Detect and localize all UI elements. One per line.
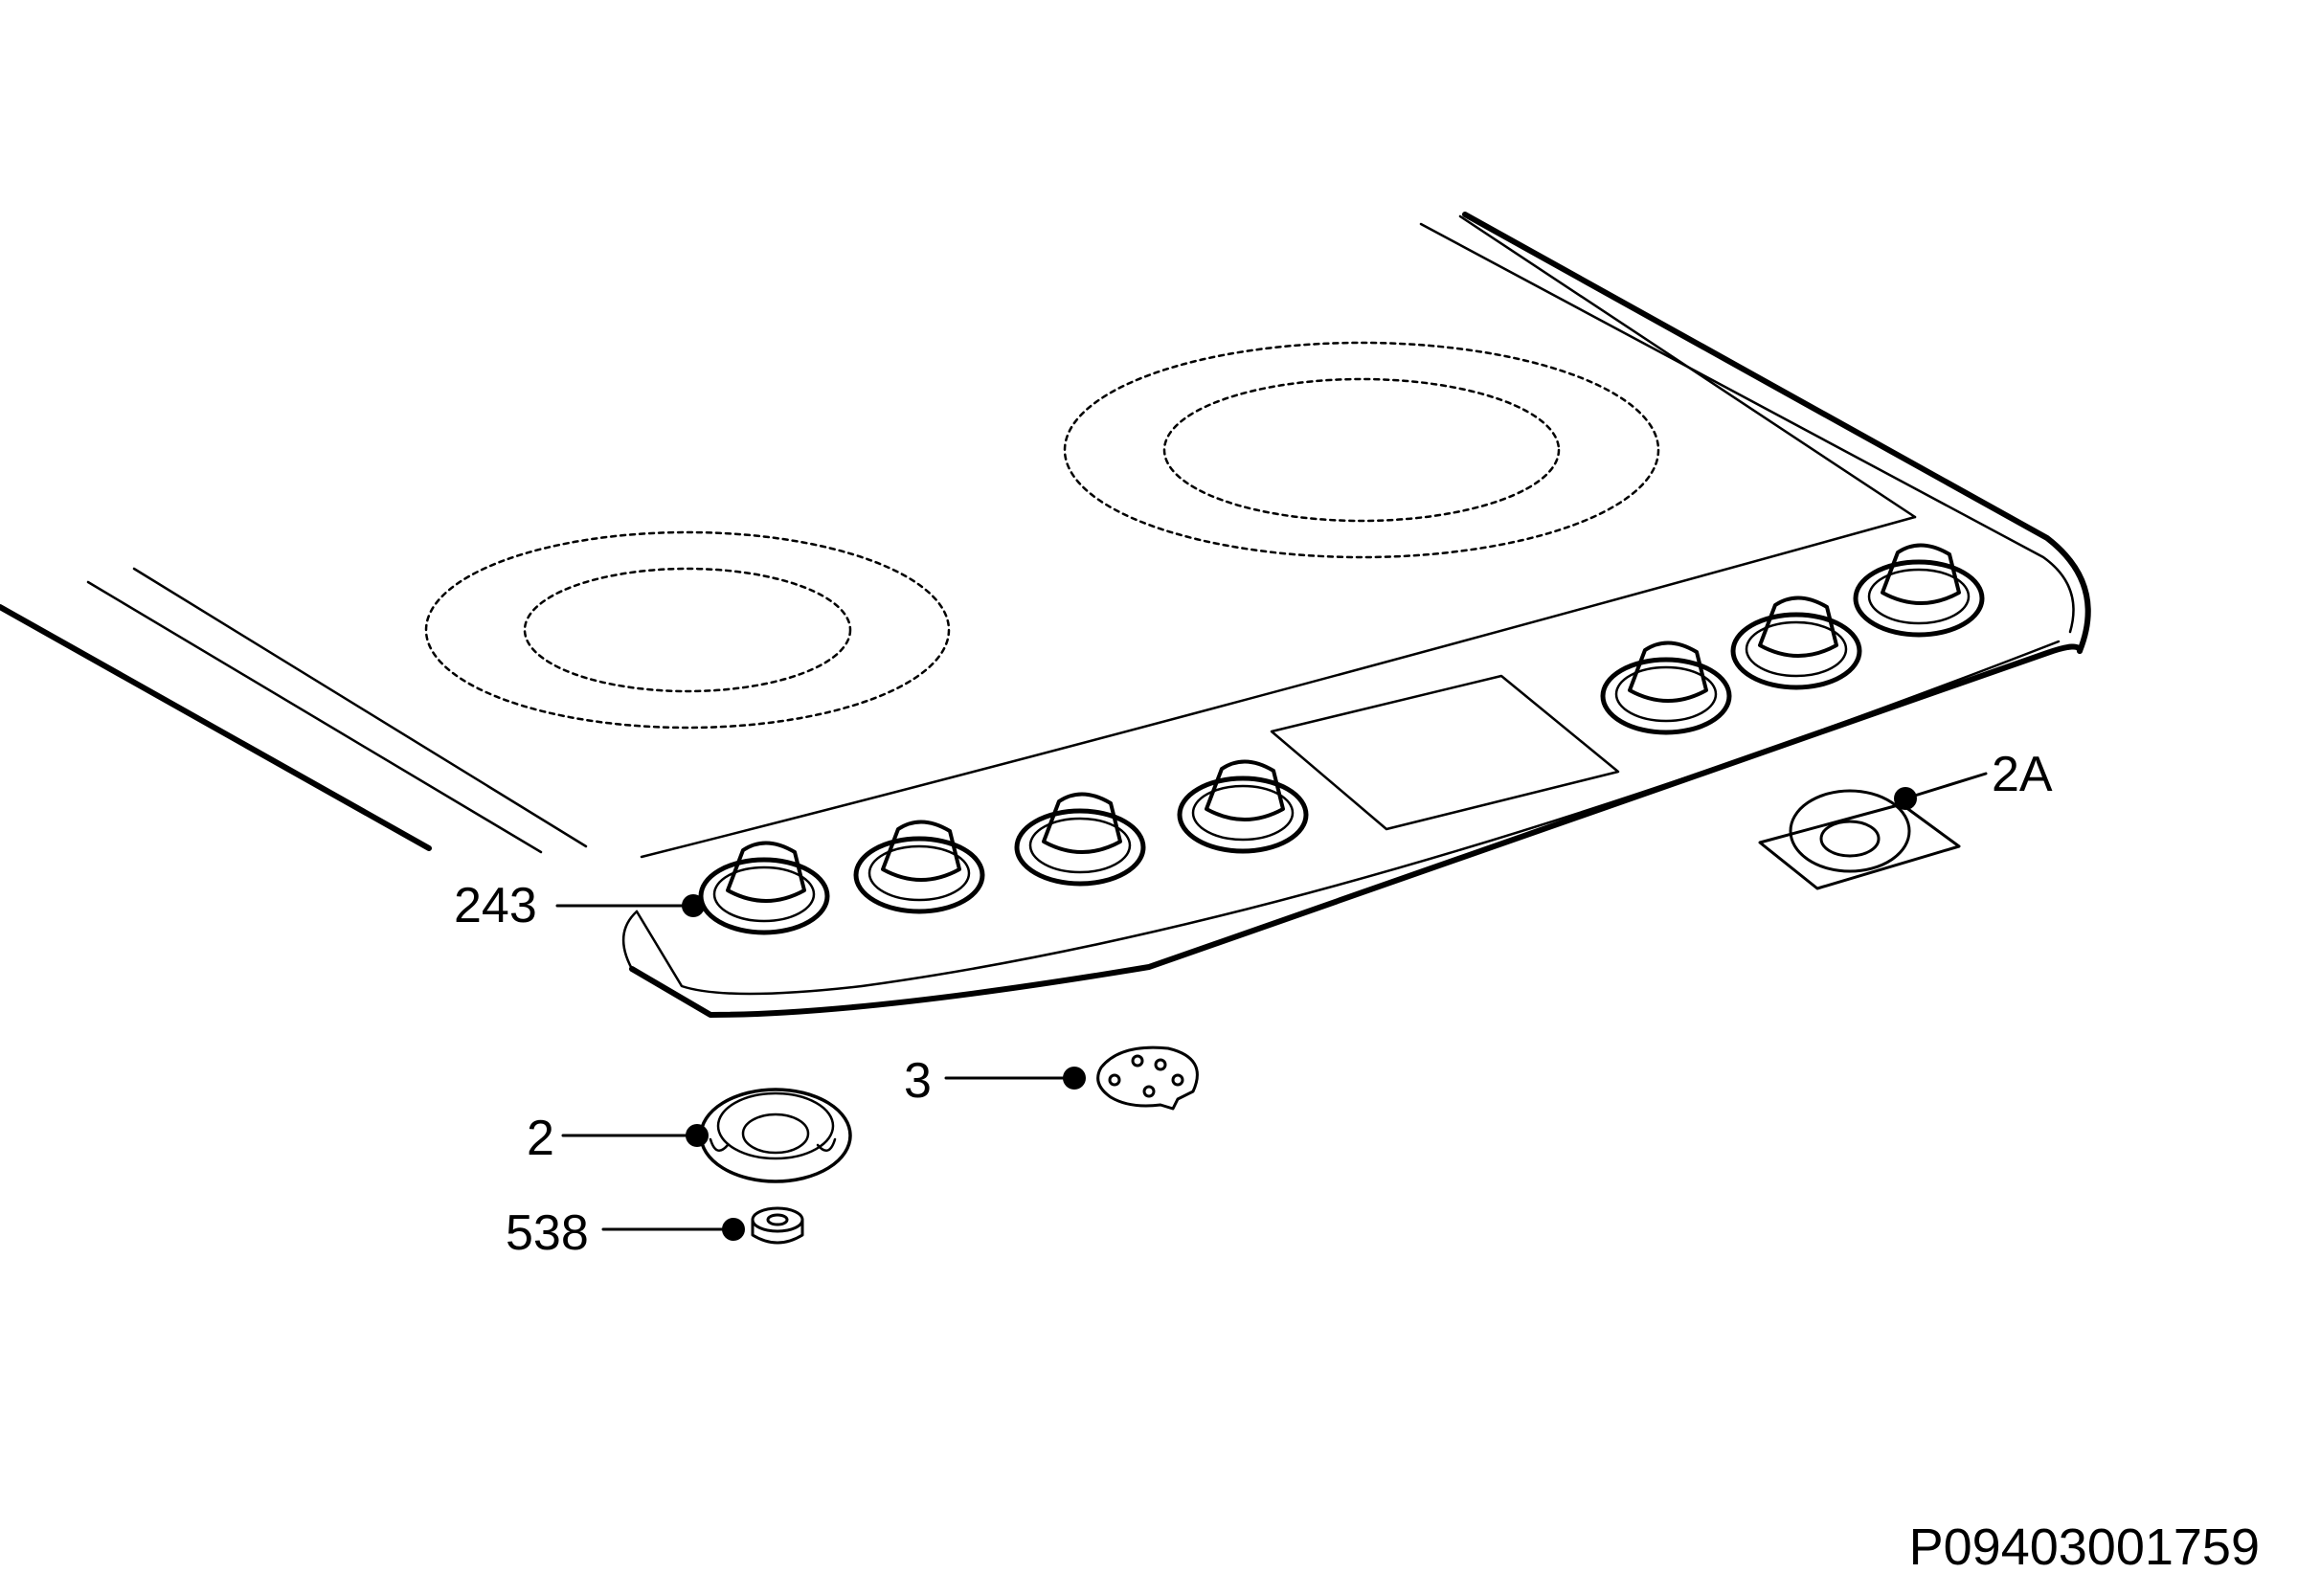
control-knob-7 (1853, 543, 1985, 638)
control-knob-1 (698, 841, 830, 935)
leader-lines (555, 772, 1988, 1231)
control-knob-4 (1177, 759, 1309, 854)
control-knob-3 (1014, 792, 1146, 887)
leader-dot-243 (682, 894, 705, 917)
display-window (1270, 674, 1620, 831)
part-2-bezel (699, 1088, 852, 1183)
control-knob-2 (853, 820, 985, 914)
cooking-zone-left-inner (523, 567, 852, 693)
callout-2a: 2A (1992, 747, 2053, 802)
leader-dot-538 (722, 1218, 745, 1241)
cooking-zones (424, 341, 1660, 730)
control-knob-6 (1730, 596, 1862, 690)
leader-dots (682, 787, 1917, 1241)
callout-243: 243 (454, 878, 537, 933)
leader-dot-2 (686, 1124, 709, 1147)
cooking-zone-right-inner (1162, 377, 1561, 523)
cooking-zone-right-outer (1063, 341, 1660, 559)
drawing-code: P09403001759 (1908, 1518, 2260, 1576)
callout-3: 3 (904, 1053, 932, 1109)
control-knobs (698, 543, 1985, 935)
part-2a-bezel (1758, 789, 1961, 890)
leader-dot-3 (1063, 1067, 1086, 1090)
control-knob-5 (1600, 641, 1732, 735)
part-538-ring (751, 1206, 804, 1245)
leader-line-2a (1904, 772, 1988, 800)
callout-2: 2 (527, 1111, 554, 1166)
leader-dot-2a (1894, 787, 1917, 810)
part-3-plate (1096, 1045, 1199, 1111)
cooktop-outline (0, 212, 2091, 1018)
cooking-zone-left-outer (424, 530, 951, 730)
callout-538: 538 (506, 1205, 589, 1261)
